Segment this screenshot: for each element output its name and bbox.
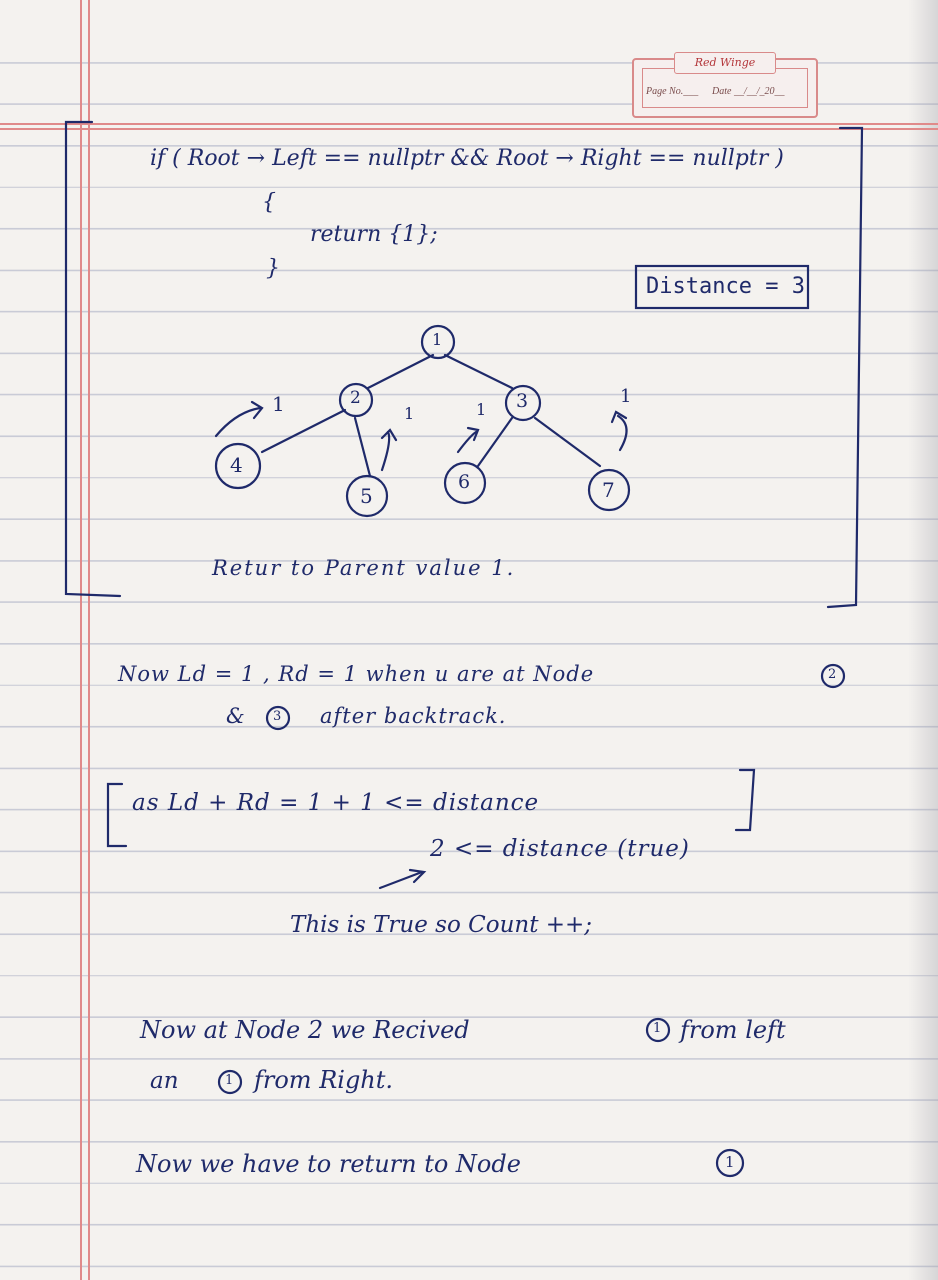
distance-label: Distance = 3 [646, 274, 805, 299]
arrow-up-5 [380, 430, 391, 472]
arrow-up-4 [214, 406, 262, 438]
circled-2-outline [820, 663, 846, 689]
tree-node-1-circle [420, 324, 456, 360]
tree-node-7-circle [587, 468, 631, 512]
pointer-arrow [378, 870, 424, 890]
node2-explanation-b: from left [680, 1016, 786, 1044]
explanation-line-2: after backtrack. [320, 704, 507, 728]
edge-label-5: 1 [404, 404, 415, 423]
tree-node-7: 7 [602, 478, 615, 502]
distance-box-border [634, 264, 810, 310]
edge-label-6: 1 [476, 400, 487, 419]
condition-bracket-left [106, 782, 128, 848]
tree-node-3: 3 [516, 390, 529, 412]
circled-node-2: 2 [828, 667, 837, 682]
code-open-brace: { [262, 190, 276, 215]
tree-node-6: 6 [458, 471, 471, 493]
circled-1-a: 1 [653, 1021, 662, 1036]
condition-result: 2 <= distance (true) [430, 836, 690, 862]
code-if-condition: if ( Root → Left == nullptr && Root → Ri… [150, 146, 784, 171]
circled-1-a-outline [645, 1017, 671, 1043]
tree-node-2: 2 [350, 388, 361, 408]
tree-node-2-circle [338, 382, 374, 418]
tree-node-4-circle [214, 442, 262, 490]
condition-expression: as Ld + Rd = 1 + 1 <= distance [132, 790, 540, 816]
circled-3-outline [265, 705, 291, 731]
tree-node-4: 4 [230, 453, 243, 477]
edge-label-4: 1 [272, 392, 285, 416]
node2-explanation-c: an [150, 1068, 179, 1094]
margin-line-left-2 [88, 0, 90, 1280]
circled-1-c-outline [715, 1148, 745, 1178]
date-field: Date __/__/_20__ [712, 86, 785, 97]
tree-node-5: 5 [360, 484, 373, 508]
final-line: Now we have to return to Node [136, 1150, 521, 1178]
bracket-right [826, 126, 864, 609]
true-statement: This is True so Count ++; [290, 912, 593, 938]
condition-bracket-right [734, 768, 756, 832]
circled-node-3: 3 [273, 709, 282, 724]
page-shadow [908, 0, 938, 1280]
circled-1-b: 1 [225, 1073, 234, 1088]
top-margin-line [0, 123, 938, 125]
node2-explanation-d: from Right. [254, 1066, 394, 1094]
tree-node-5-circle [345, 474, 389, 518]
edge-label-7: 1 [620, 386, 632, 407]
circled-1-b-outline [217, 1069, 243, 1095]
tree-node-1: 1 [432, 330, 443, 349]
page-number-field: Page No.___ [646, 86, 699, 97]
brand-logo: Red Winge [674, 52, 776, 74]
ampersand: & [226, 704, 245, 728]
margin-line-left [80, 0, 82, 1280]
bracket-left [64, 120, 122, 598]
node2-explanation-a: Now at Node 2 we Recived [140, 1016, 470, 1044]
top-margin-line-2 [0, 128, 938, 130]
arrow-up-7 [616, 414, 628, 452]
return-note: Retur to Parent value 1. [212, 556, 516, 580]
code-close-brace: } [266, 256, 280, 281]
code-return-statement: return {1}; [310, 222, 438, 247]
explanation-line-1: Now Ld = 1 , Rd = 1 when u are at Node [118, 662, 595, 686]
tree-node-3-circle [504, 384, 542, 422]
arrow-up-6 [456, 430, 478, 454]
tree-node-6-circle [443, 461, 487, 505]
circled-node-1: 1 [725, 1153, 735, 1171]
